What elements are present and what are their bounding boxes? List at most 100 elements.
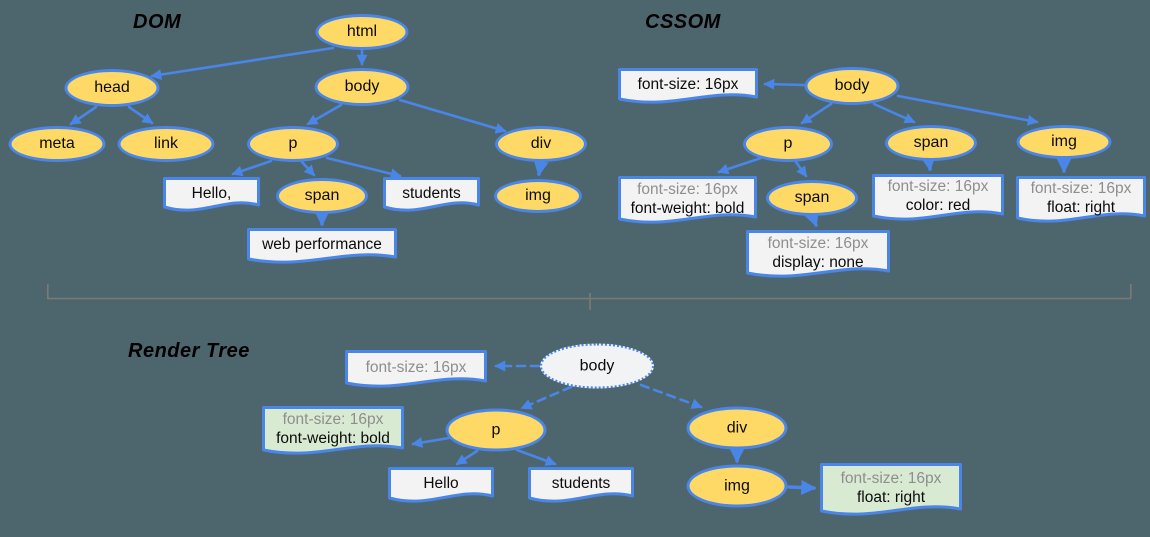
render-node-p: p bbox=[445, 408, 547, 452]
dom-node-span-label: span bbox=[304, 187, 340, 204]
dom-textnode-hello-label: Hello, bbox=[191, 184, 232, 202]
cssom-rule-img: font-size: 16px float: right bbox=[1016, 176, 1146, 230]
dom-node-span: span bbox=[276, 178, 368, 214]
arrow-cssom-body-span bbox=[872, 102, 916, 124]
arrow-cssom-span2-rule bbox=[804, 210, 819, 228]
cssom-node-span-red: span bbox=[885, 125, 977, 161]
document-shape bbox=[163, 177, 260, 212]
render-node-body: body bbox=[540, 343, 654, 389]
cssom-rule-p: font-size: 16px font-weight: bold bbox=[618, 176, 757, 231]
cssom-node-span-none-label: span bbox=[794, 189, 830, 206]
arrow-cssom-body-rule bbox=[763, 78, 806, 90]
render-node-div: div bbox=[686, 406, 788, 450]
arrow-render-body-div bbox=[639, 383, 703, 409]
document-shape bbox=[820, 463, 962, 516]
render-rule-body-line1: font-size: 16px bbox=[365, 359, 467, 376]
arrow-body-p bbox=[306, 103, 343, 126]
render-textnode-students-label: students bbox=[551, 475, 611, 492]
document-shape bbox=[247, 228, 397, 264]
cssom-rule-p-line2: font-weight: bold bbox=[630, 199, 745, 217]
arrow-div-img bbox=[533, 160, 549, 177]
render-rule-img: font-size: 16px float: right bbox=[820, 463, 962, 523]
render-rule-body: font-size: 16px bbox=[345, 350, 487, 395]
dom-node-meta: meta bbox=[8, 126, 106, 162]
arrow-cssom-body-p bbox=[800, 102, 833, 125]
render-section-title: Render Tree bbox=[128, 340, 250, 362]
dom-textnode-webperf: web performance bbox=[247, 228, 397, 271]
render-rule-img-line2: float: right bbox=[856, 489, 926, 506]
arrow-render-p-rule bbox=[411, 436, 451, 448]
document-shape bbox=[618, 176, 757, 224]
arrow-render-p-hello bbox=[455, 449, 479, 466]
arrow-cssom-body-img bbox=[896, 94, 1039, 126]
arrow-cssom-span-rule bbox=[920, 155, 936, 172]
arrow-body-div bbox=[398, 98, 507, 134]
cssom-rule-body: font-size: 16px bbox=[618, 68, 758, 111]
arrow-p-students bbox=[325, 156, 402, 180]
render-node-img: img bbox=[686, 464, 788, 508]
dom-node-html: html bbox=[315, 14, 409, 50]
document-shape bbox=[1016, 176, 1146, 223]
cssom-rule-img-line2: float: right bbox=[1046, 199, 1116, 216]
cssom-rule-img-line1: font-size: 16px bbox=[1030, 180, 1132, 197]
document-shape bbox=[388, 467, 494, 503]
arrow-head-link bbox=[127, 105, 154, 125]
cssom-rule-span-none: font-size: 16px display: none bbox=[746, 230, 890, 285]
render-textnode-students: students bbox=[528, 467, 634, 510]
render-rule-p: font-size: 16px font-weight: bold bbox=[262, 406, 404, 462]
cssom-node-img-label: img bbox=[1051, 133, 1077, 150]
cssom-node-span-red-label: span bbox=[913, 134, 949, 151]
dom-node-body: body bbox=[314, 68, 410, 106]
document-shape bbox=[262, 406, 404, 455]
dom-node-html-label: html bbox=[346, 23, 378, 40]
cssom-node-img: img bbox=[1016, 125, 1112, 159]
dom-textnode-students-label: students bbox=[402, 184, 461, 202]
cssom-rule-span-red-line2: color: red bbox=[905, 197, 971, 214]
dom-textnode-hello: Hello, bbox=[163, 177, 260, 219]
dom-textnode-students: students bbox=[383, 177, 480, 219]
arrow-render-img-rule bbox=[787, 479, 817, 496]
cssom-node-span-none: span bbox=[766, 180, 858, 216]
arrow-render-p-students bbox=[515, 448, 557, 466]
render-rule-p-line2: font-weight: bold bbox=[276, 430, 390, 447]
dom-node-img: img bbox=[494, 179, 582, 213]
cssom-rule-span-red: font-size: 16px color: red bbox=[872, 174, 1004, 228]
arrow-render-body-p bbox=[520, 385, 573, 410]
dom-node-div-label: div bbox=[530, 135, 552, 152]
render-node-p-label: p bbox=[491, 421, 501, 438]
cssom-node-p: p bbox=[743, 126, 833, 162]
document-shape bbox=[383, 177, 480, 212]
render-rule-p-line1: font-size: 16px bbox=[282, 411, 384, 428]
render-rule-img-line1: font-size: 16px bbox=[840, 470, 942, 487]
dom-node-body-label: body bbox=[344, 78, 380, 95]
arrow-head-meta bbox=[69, 105, 98, 126]
arrow-html-head bbox=[150, 46, 335, 80]
dom-textnode-webperf-label: web performance bbox=[262, 236, 382, 253]
dom-node-img-label: img bbox=[525, 187, 551, 204]
document-shape bbox=[746, 230, 890, 278]
cssom-node-body: body bbox=[804, 67, 900, 105]
render-textnode-hello-label: Hello bbox=[423, 475, 459, 492]
cssom-rule-span-none-line1: font-size: 16px bbox=[767, 234, 869, 252]
dom-node-link: link bbox=[117, 126, 215, 162]
cssom-rule-p-line1: font-size: 16px bbox=[637, 180, 738, 198]
document-shape bbox=[345, 350, 487, 388]
render-textnode-hello: Hello bbox=[388, 467, 494, 510]
arrow-p-span bbox=[300, 160, 316, 177]
cssom-node-p-label: p bbox=[783, 135, 793, 152]
render-node-body-label: body bbox=[579, 357, 615, 374]
arrow-cssom-p-rule bbox=[717, 156, 763, 175]
cssom-rule-body-line1: font-size: 16px bbox=[637, 76, 739, 93]
arrow-cssom-p-span bbox=[794, 160, 808, 178]
dom-node-head-label: head bbox=[94, 79, 130, 96]
dom-node-div: div bbox=[495, 126, 587, 162]
render-node-div-label: div bbox=[726, 419, 748, 436]
render-node-img-label: img bbox=[724, 477, 750, 494]
document-shape bbox=[618, 68, 758, 104]
document-shape bbox=[528, 467, 634, 503]
dom-node-p: p bbox=[247, 126, 339, 162]
dom-node-p-label: p bbox=[288, 135, 298, 152]
arrow-p-hello bbox=[231, 159, 273, 177]
